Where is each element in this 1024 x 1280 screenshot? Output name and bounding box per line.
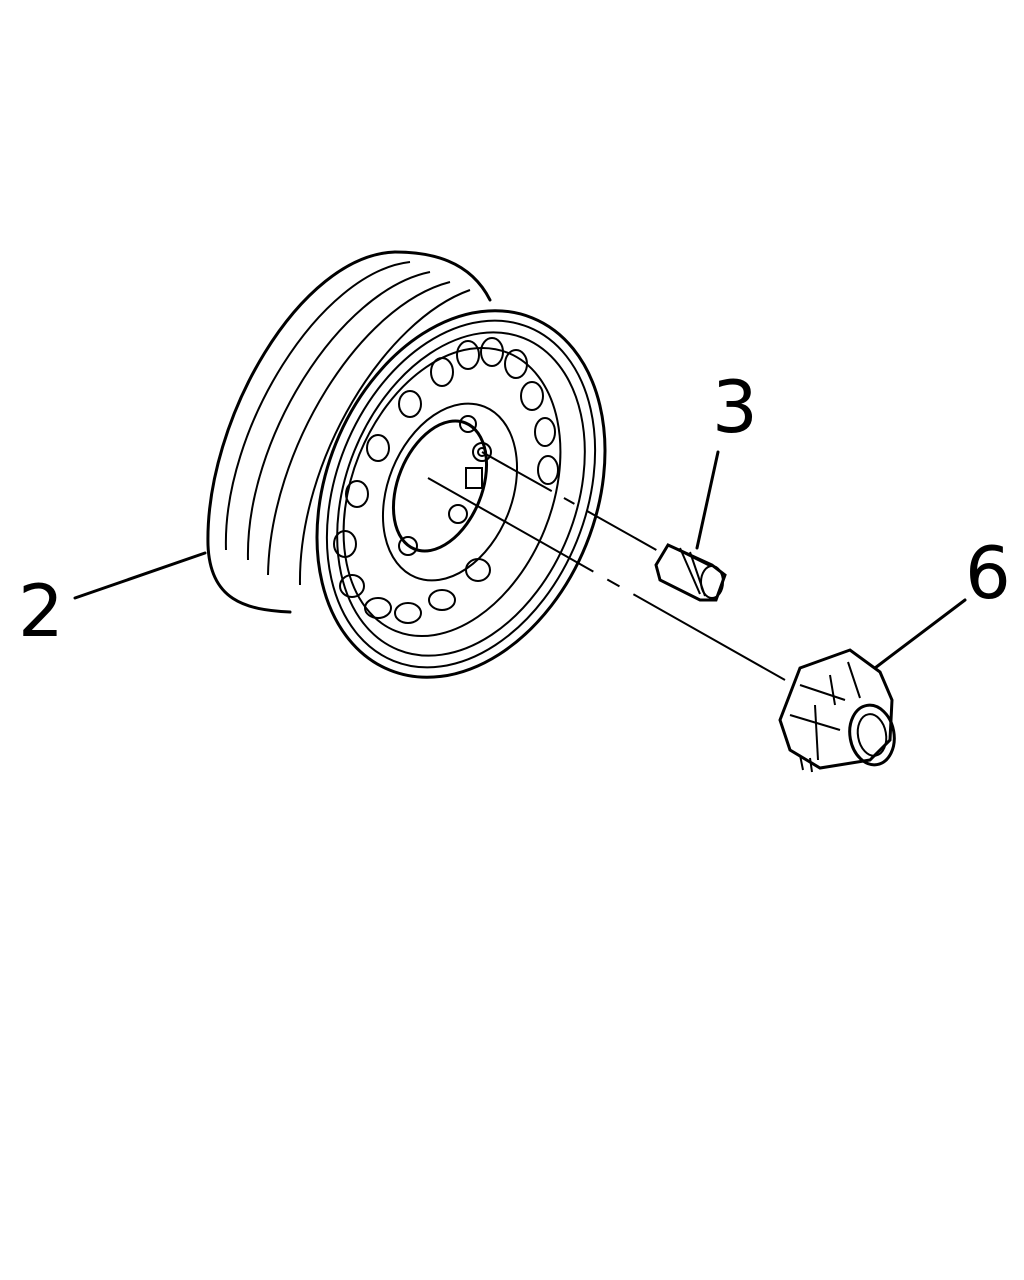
leader-line-3 (695, 450, 720, 550)
leader-line-2 (73, 551, 207, 600)
steel-wheel-rim[interactable] (206, 250, 657, 721)
callout-label-6: 6 (965, 531, 1011, 615)
center-hub-cap[interactable] (778, 648, 899, 773)
callout-label-2: 2 (18, 569, 64, 653)
lug-nut[interactable] (654, 543, 727, 602)
ventilation-holes (333, 337, 559, 624)
leader-line-6 (873, 598, 967, 670)
callout-label-3: 3 (712, 365, 758, 449)
